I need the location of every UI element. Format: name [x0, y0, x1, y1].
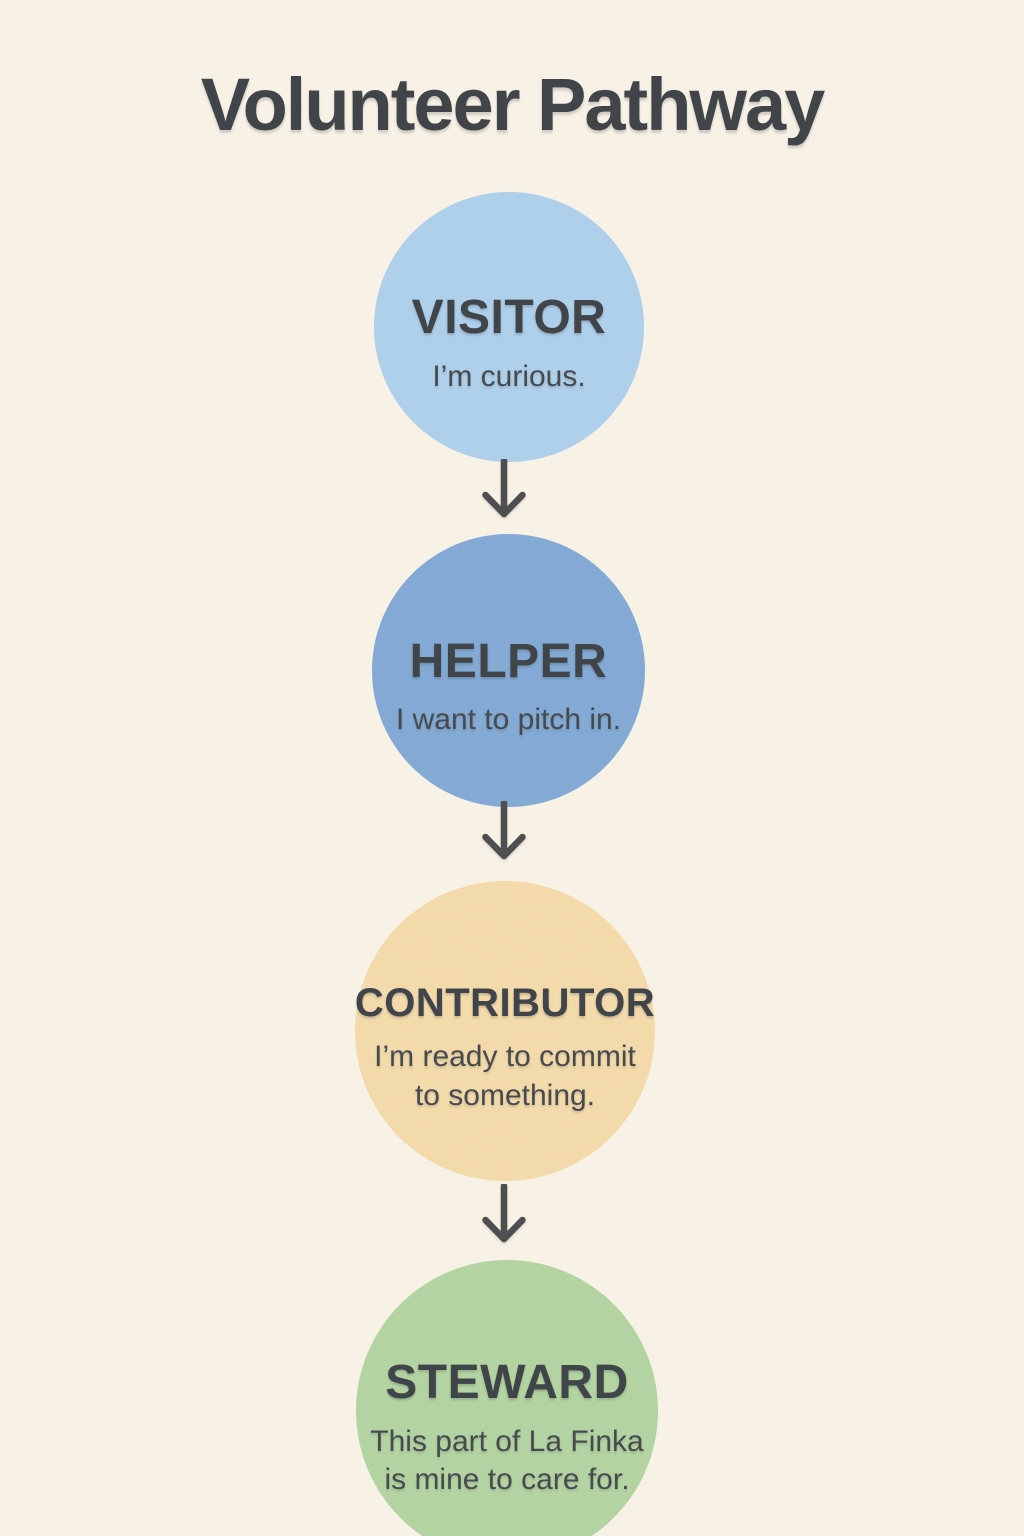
- stage-tagline: I’m curious.: [432, 359, 586, 393]
- stage-tagline: I’m ready to commit to something.: [374, 1040, 636, 1112]
- stage-circle-helper: HELPER I want to pitch in.: [372, 534, 645, 807]
- stage-tagline: This part of La Finka is mine to care fo…: [370, 1424, 644, 1496]
- stage-name: HELPER: [409, 634, 608, 688]
- stage-name: STEWARD: [385, 1356, 629, 1409]
- page-title: Volunteer Pathway: [200, 63, 826, 146]
- down-arrow-icon: [482, 1184, 526, 1243]
- stage-circle-visitor: VISITOR I’m curious.: [374, 192, 644, 462]
- stage-name: CONTRIBUTOR: [354, 981, 656, 1026]
- down-arrow-icon: [482, 459, 526, 518]
- stage-circle-steward: STEWARD This part of La Finka is mine to…: [356, 1260, 658, 1536]
- down-arrow-icon: [482, 801, 526, 860]
- stage-name: VISITOR: [411, 291, 607, 345]
- stage-tagline: I want to pitch in.: [395, 703, 622, 737]
- stage-circle-contributor: CONTRIBUTOR I’m ready to commit to somet…: [355, 881, 655, 1181]
